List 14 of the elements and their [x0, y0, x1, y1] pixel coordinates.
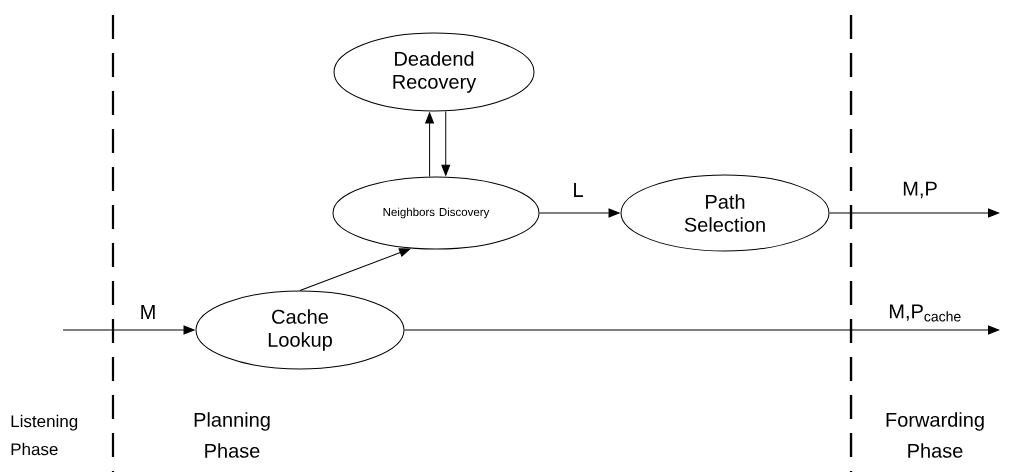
- edge-label: M: [141, 305, 155, 319]
- arrow: [829, 208, 1000, 218]
- phase-label: Forwarding Phase: [886, 412, 984, 458]
- edge-label: L: [574, 183, 583, 197]
- edge-label: M,P$_{cache}$: [889, 304, 961, 322]
- arrow: [441, 111, 451, 176]
- arrow: [62, 325, 195, 335]
- edge-label: M,P: [903, 181, 937, 199]
- phase-label: Listening Phase: [11, 414, 78, 456]
- arrow: [299, 248, 411, 291]
- arrow: [425, 112, 434, 178]
- phase-label: Planning Phase: [194, 412, 270, 458]
- arrow: [539, 208, 620, 218]
- arrow: [404, 325, 1000, 335]
